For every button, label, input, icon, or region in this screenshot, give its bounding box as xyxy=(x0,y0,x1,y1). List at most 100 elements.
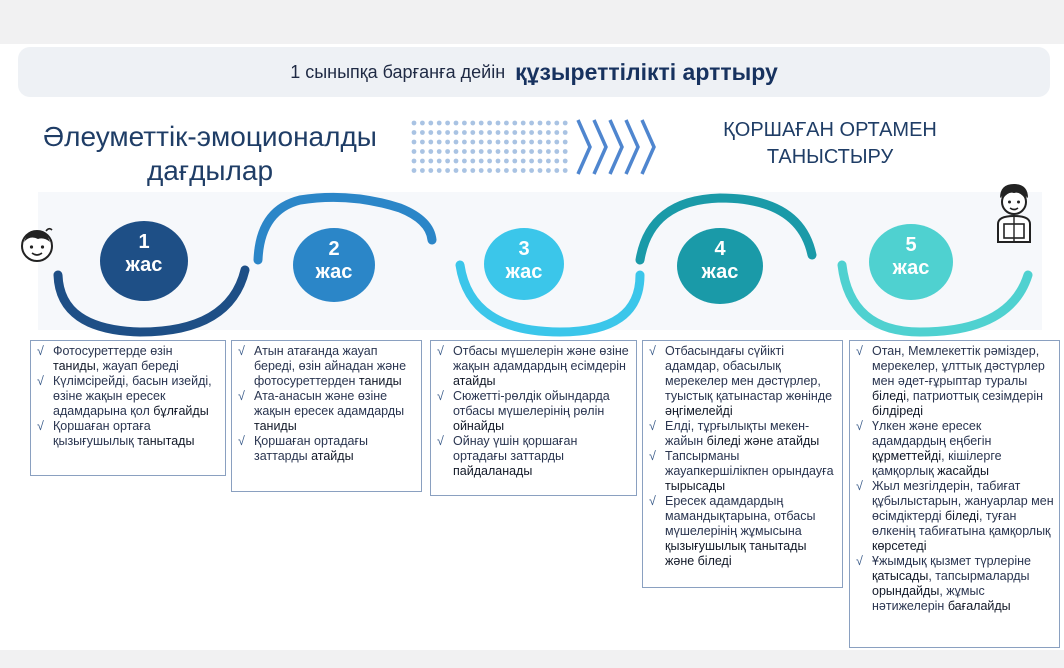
dot xyxy=(529,120,534,126)
chevron-icon xyxy=(624,119,640,175)
dot xyxy=(546,149,551,154)
stage-circle-1: 1 жас xyxy=(100,221,188,301)
dot xyxy=(411,149,417,154)
dot xyxy=(520,158,526,164)
dot xyxy=(470,139,476,145)
dot xyxy=(529,158,534,164)
list-item: √ Отан, Мемлекеттік рәміздер, мерекелер, … xyxy=(856,344,1055,419)
check-icon: √ xyxy=(649,494,656,508)
item-text: , туған өлкенің табиғатына қамқорлық xyxy=(872,509,1051,538)
list-item: √Тапсырманы жауапкершілікпен орындауға т… xyxy=(649,449,838,494)
check-icon: √ xyxy=(649,449,656,463)
heading-right-line2: ТАНЫСТЫРУ xyxy=(766,146,894,168)
stage-number: 4 xyxy=(714,238,726,260)
item-text: Отан, Мемлекеттік рәміздер, мерекелер, ұ… xyxy=(872,344,1045,388)
dot xyxy=(470,158,476,164)
dot xyxy=(495,139,501,145)
check-icon: √ xyxy=(856,344,863,358)
emphasis-text: таниды xyxy=(53,359,96,373)
stage-1-description: √Фотосуреттерде өзін таниды, жауап беред… xyxy=(30,340,226,476)
dot xyxy=(420,158,425,164)
dot xyxy=(462,168,467,173)
dot xyxy=(495,120,501,126)
dot xyxy=(520,149,526,154)
dot-grid xyxy=(411,120,568,173)
emphasis-text: бағалайды xyxy=(947,599,1011,613)
list-item: √Сюжетті-рөлдік ойындарда отбасы мүшелер… xyxy=(437,389,632,434)
top-band xyxy=(0,0,1064,44)
dot xyxy=(554,168,560,173)
banner-title: құзыреттілікті арттыру xyxy=(515,58,778,85)
check-icon: √ xyxy=(856,479,863,493)
emphasis-text: қатысады xyxy=(872,569,929,583)
dot xyxy=(478,130,484,135)
stage-2-description: √Атын атағанда жауап береді, өзін айнада… xyxy=(231,340,422,492)
dot xyxy=(411,130,417,135)
stage-5-description: √ Отан, Мемлекеттік рәміздер, мерекелер, … xyxy=(849,340,1060,648)
dot xyxy=(554,130,560,135)
connector-arc-5 xyxy=(837,260,1033,337)
dot xyxy=(537,168,543,173)
dot xyxy=(453,139,459,145)
dot xyxy=(462,139,467,145)
dot xyxy=(495,149,501,154)
dot xyxy=(411,158,417,164)
item-text: Күлімсірейді, басын изейді, өзіне жақын … xyxy=(53,374,212,418)
emphasis-text: атайды xyxy=(311,449,354,463)
dot xyxy=(453,158,459,164)
dot xyxy=(537,139,543,145)
item-text: Ұжымдық қызмет түрлеріне xyxy=(872,554,1031,568)
emphasis-text: әңгімелейді xyxy=(665,404,733,418)
dot xyxy=(487,139,492,145)
stages-diagram xyxy=(38,119,1042,337)
heading-environment: ҚОРШАҒАН ОРТАМЕН ТАНЫСТЫРУ xyxy=(700,117,960,171)
check-icon: √ xyxy=(238,344,245,358)
dot xyxy=(562,158,568,164)
dot xyxy=(420,168,425,173)
dot xyxy=(554,139,560,145)
connector-arc-4 xyxy=(635,193,817,265)
bottom-band xyxy=(0,650,1064,668)
check-icon: √ xyxy=(37,344,44,358)
check-icon: √ xyxy=(649,419,656,433)
dot xyxy=(462,130,467,135)
list-item: √Ересек адамдардың мамандықтарына, отбас… xyxy=(649,494,838,569)
stage-number: 2 xyxy=(328,238,340,260)
list-item: √Фотосуреттерде өзін таниды, жауап беред… xyxy=(37,344,221,374)
item-text: Отбасындағы сүйікті адамдар, обасылық ме… xyxy=(665,344,833,403)
stage-circle-5: 5 жас xyxy=(869,224,953,300)
dot xyxy=(436,149,442,154)
dot xyxy=(529,130,534,135)
list-item: √Ойнау үшін қоршаған ортадағы заттарды п… xyxy=(437,434,632,479)
stage-circle-2: 2 жас xyxy=(293,228,375,302)
dot xyxy=(487,158,492,164)
connector-arc-2 xyxy=(253,192,437,265)
heading-social-emotional: Әлеуметтік-эмоционалды дағдылар xyxy=(40,120,380,188)
emphasis-text: біледі және атайды xyxy=(706,434,820,448)
emphasis-text: құрметтейді xyxy=(872,449,942,463)
check-icon: √ xyxy=(238,389,245,403)
dot xyxy=(504,130,509,135)
heading-right-line1: ҚОРШАҒАН ОРТАМЕН xyxy=(723,119,937,141)
emphasis-text: таниды xyxy=(254,419,297,433)
stage-unit: жас xyxy=(125,254,163,276)
stage-unit: жас xyxy=(505,261,543,283)
stage-3-description: √Отбасы мүшелерін және өзіне жақын адамд… xyxy=(430,340,637,496)
dot xyxy=(504,158,509,164)
list-item: √Елді, тұрғылықты мекен-жайын біледі жән… xyxy=(649,419,838,449)
item-text: Сюжетті-рөлдік ойындарда отбасы мүшелері… xyxy=(453,389,610,418)
dot xyxy=(445,168,450,173)
emphasis-text: таниды xyxy=(358,374,402,388)
stage-5-list: √ Отан, Мемлекеттік рәміздер, мерекелер, … xyxy=(856,344,1055,614)
dot xyxy=(495,130,501,135)
dot xyxy=(546,168,551,173)
dot xyxy=(495,168,501,173)
dot xyxy=(520,168,526,173)
dot xyxy=(445,158,450,164)
emphasis-text: танытады xyxy=(137,434,195,448)
dot xyxy=(512,139,518,145)
dot xyxy=(462,149,467,154)
item-text: , кішілерге қамқорлық xyxy=(872,449,1002,478)
stage-4-list: √ Отбасындағы сүйікті адамдар, обасылық м… xyxy=(649,344,838,569)
dot xyxy=(428,120,434,126)
